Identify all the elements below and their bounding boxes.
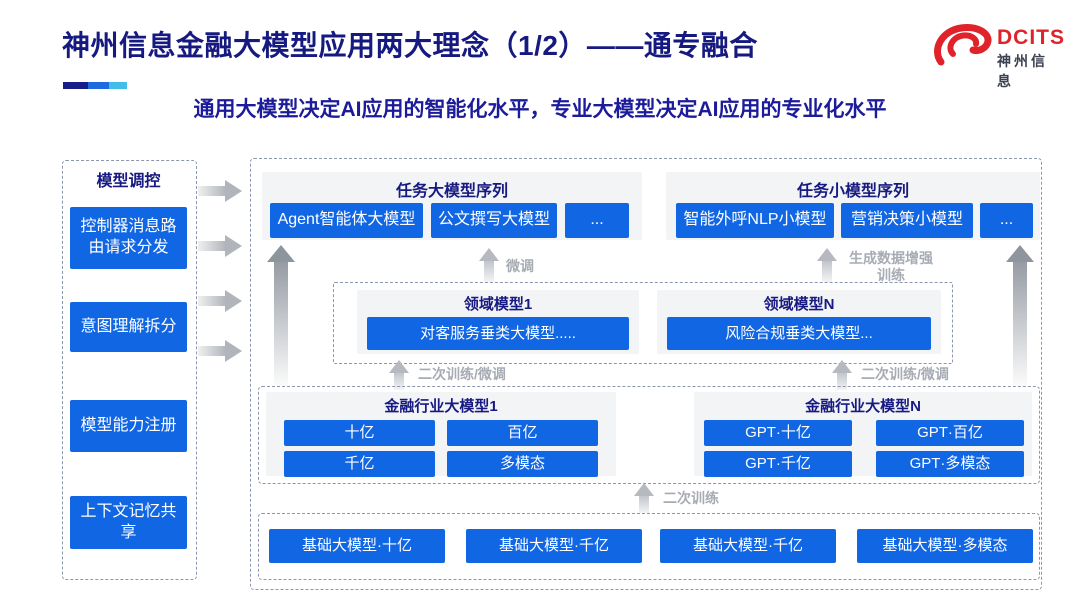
model-node-label: 对客服务垂类大模型..... (420, 324, 576, 342)
gen-data-training-label: 生成数据增强训练 (849, 250, 933, 283)
right-arrow-icon (198, 340, 242, 362)
sidebar-item-label: 控制器消息路由请求分发 (80, 218, 177, 256)
model-node-10b: 百亿 (447, 420, 598, 446)
sidebar-item-label: 模型能力注册 (80, 416, 177, 434)
model-node-label: 基础大模型·千亿 (499, 537, 609, 555)
model-node-gpt-multimodal: GPT·多模态 (876, 451, 1024, 477)
model-node-label: GPT·百亿 (917, 424, 983, 442)
model-node-gpt-100b: GPT·千亿 (704, 451, 852, 477)
model-node-multimodal: 多模态 (447, 451, 598, 477)
accent-blue-segment (88, 82, 109, 89)
model-node-ellipsis: ... (980, 203, 1033, 238)
task-small-model-title: 任务小模型序列 (796, 183, 909, 200)
model-node-label: 公文撰写大模型 (437, 211, 550, 229)
industry-model-n-title: 金融行业大模型N (805, 398, 921, 415)
sidebar-item-registry: 模型能力注册 (70, 400, 187, 452)
model-node-label: 千亿 (344, 455, 375, 473)
sidebar-item-label: 上下文记忆共享 (80, 502, 177, 541)
model-node-marketing: 营销决策小模型 (841, 203, 973, 238)
secondary-finetune-right-label: 二次训练/微调 (861, 366, 949, 382)
sidebar-item-context: 上下文记忆共享 (70, 496, 187, 549)
accent-cyan-segment (109, 82, 127, 89)
model-node-label: 风险合规垂类大模型... (725, 324, 873, 342)
up-arrow-icon (832, 360, 852, 390)
up-arrow-icon (389, 360, 409, 390)
model-node-label: 基础大模型·多模态 (882, 537, 1008, 555)
model-node-agent: Agent智能体大模型 (270, 203, 423, 238)
model-node-label: 十亿 (344, 424, 375, 442)
industry-model-1-title: 金融行业大模型1 (384, 398, 498, 415)
domain-model-1-title: 领域模型1 (463, 296, 533, 313)
model-node-label: 基础大模型·十亿 (302, 537, 412, 555)
model-node-base-1b: 基础大模型·十亿 (269, 529, 445, 563)
sidebar-item-intent: 意图理解拆分 (70, 302, 187, 352)
model-node-label: ... (590, 211, 604, 229)
secondary-training-label: 二次训练 (663, 490, 719, 506)
sidebar-item-router: 控制器消息路由请求分发 (70, 207, 187, 269)
right-arrow-icon (198, 235, 242, 257)
model-node-100b: 千亿 (284, 451, 435, 477)
model-node-label: 基础大模型·千亿 (693, 537, 803, 555)
model-node-label: ... (999, 211, 1014, 229)
sidebar-item-label: 意图理解拆分 (80, 317, 177, 335)
model-node-label: 多模态 (499, 455, 545, 473)
model-node-risk-compliance: 风险合规垂类大模型... (667, 317, 931, 350)
model-node-label: GPT·多模态 (909, 455, 991, 473)
slide-subtitle: 通用大模型决定AI应用的智能化水平，专业大模型决定AI应用的专业化水平 (193, 98, 887, 121)
up-arrow-icon (817, 248, 837, 282)
dcits-logo: DCITS 神州信息 (933, 18, 1065, 89)
base-model-frame (258, 513, 1040, 580)
finetune-label: 微调 (506, 258, 534, 274)
model-node-label: 智能外呼NLP小模型 (683, 211, 827, 229)
up-arrow-icon (479, 248, 499, 282)
model-node-label: 营销决策小模型 (850, 211, 963, 229)
model-control-panel (62, 160, 197, 580)
model-node-gpt-1b: GPT·十亿 (704, 420, 852, 446)
dcits-swirl-icon (934, 24, 992, 66)
right-arrow-icon (198, 180, 242, 202)
model-node-gpt-10b: GPT·百亿 (876, 420, 1024, 446)
domain-model-n-title: 领域模型N (763, 296, 835, 313)
title-accent-bar (63, 82, 127, 89)
model-node-ellipsis: ... (565, 203, 629, 238)
model-node-label: GPT·十亿 (745, 424, 811, 442)
model-node-customer-service: 对客服务垂类大模型..... (367, 317, 629, 350)
model-node-label: 百亿 (507, 424, 538, 442)
up-arrow-icon (634, 483, 654, 513)
main-architecture-frame (250, 158, 1042, 590)
logo-brand-text: DCITS (997, 26, 1065, 49)
model-node-nlp-callout: 智能外呼NLP小模型 (676, 203, 834, 238)
accent-navy-segment (63, 82, 88, 89)
secondary-finetune-left-label: 二次训练/微调 (418, 366, 506, 382)
task-large-model-title: 任务大模型序列 (395, 183, 508, 200)
model-node-base-100b-a: 基础大模型·千亿 (466, 529, 642, 563)
model-node-document-writing: 公文撰写大模型 (431, 203, 557, 238)
up-arrow-icon (1006, 245, 1034, 386)
model-node-base-100b-b: 基础大模型·千亿 (660, 529, 836, 563)
model-node-base-multimodal: 基础大模型·多模态 (857, 529, 1033, 563)
model-node-label: Agent智能体大模型 (277, 211, 416, 229)
up-arrow-icon (267, 245, 295, 386)
logo-brand-cn-text: 神州信息 (997, 53, 1048, 89)
model-node-label: GPT·千亿 (745, 455, 811, 473)
right-arrow-icon (198, 290, 242, 312)
page-title: 神州信息金融大模型应用两大理念（1/2）——通专融合 (62, 30, 758, 61)
model-node-1b: 十亿 (284, 420, 435, 446)
domain-model-frame (333, 282, 953, 364)
model-control-title: 模型调控 (96, 173, 161, 190)
